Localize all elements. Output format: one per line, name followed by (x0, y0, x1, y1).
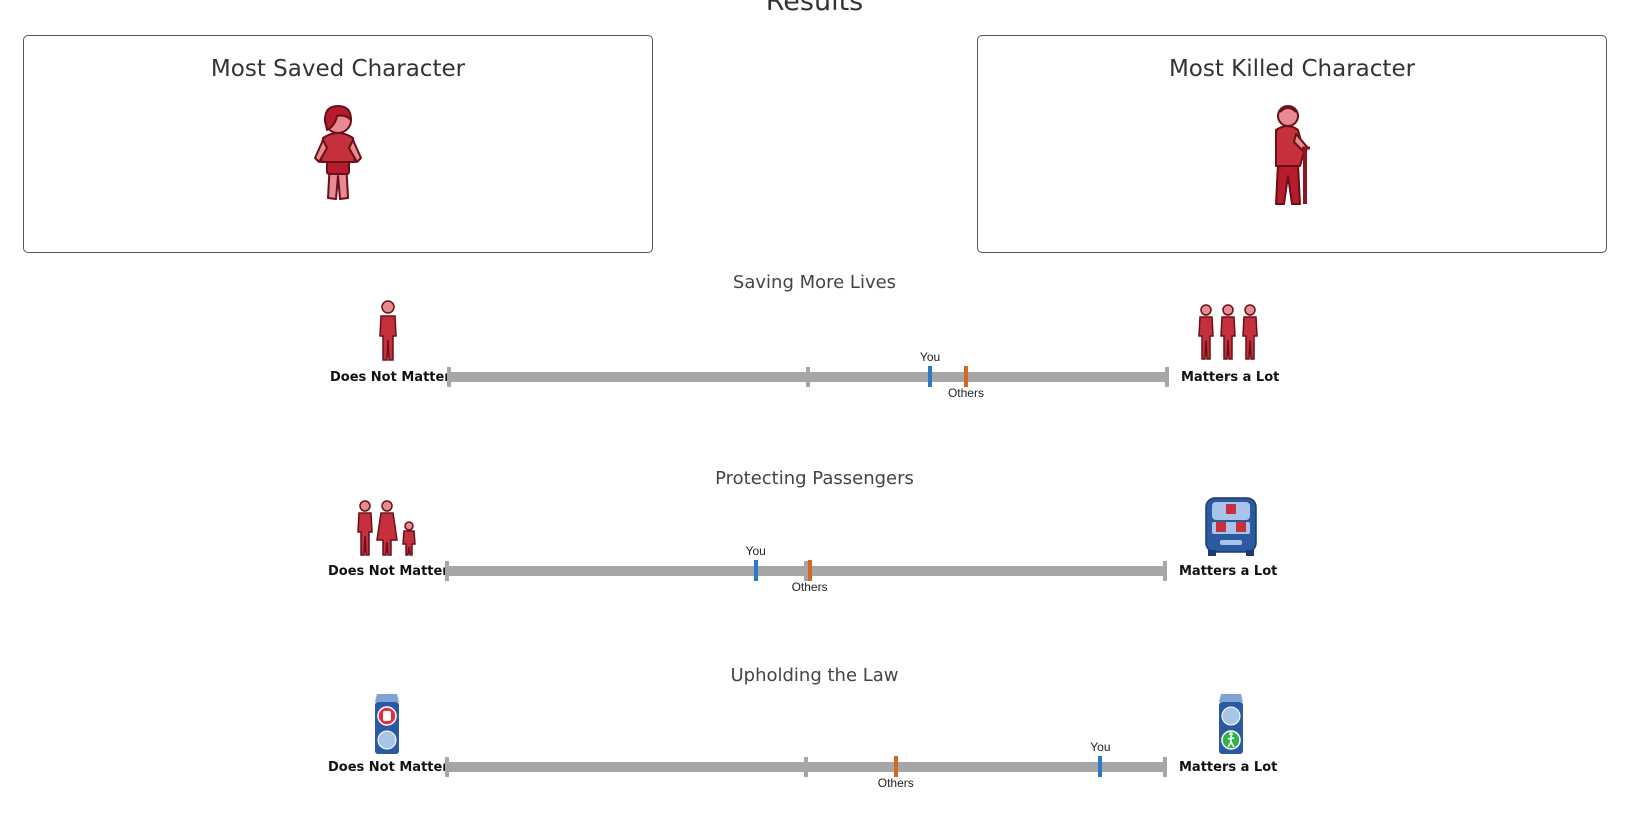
you-marker (753, 560, 758, 581)
you-marker (928, 366, 933, 387)
others-marker (893, 756, 898, 777)
you-marker (1098, 756, 1103, 777)
left-label: Does Not Matter (328, 564, 449, 579)
scale-tick-start (447, 367, 451, 387)
others-label: Others (877, 776, 914, 790)
upholding-the-law-title: Upholding the Law (730, 665, 899, 686)
right-label: Matters a Lot (1181, 370, 1280, 385)
elderly-man-with-cane-icon (1270, 104, 1314, 213)
protecting-passengers-scale: Does Not Matter Matters a Lot You Others (0, 496, 1629, 636)
saving-more-lives-scale: Does Not Matter Matters a Lot You Others (0, 300, 1629, 440)
others-marker (963, 366, 968, 387)
you-label: You (745, 544, 766, 558)
you-label: You (919, 350, 941, 364)
pedestrians-icon (354, 500, 420, 563)
most-killed-card: Most Killed Character (977, 35, 1607, 253)
scale-tick-middle (806, 367, 810, 387)
scale-tick-middle (804, 561, 808, 581)
page-title: Results (765, 0, 864, 17)
group-of-people-icon (1196, 304, 1262, 367)
car-with-passengers-icon (1204, 496, 1258, 563)
most-saved-card: Most Saved Character (23, 35, 653, 253)
scale-tick-end (1165, 367, 1169, 387)
left-label: Does Not Matter (328, 760, 449, 775)
green-walk-signal-icon (1218, 694, 1244, 761)
upholding-the-law-scale: Does Not Matter Matters a Lot You Others (0, 694, 1629, 834)
scale-tick-start (445, 561, 449, 581)
others-label: Others (947, 386, 984, 400)
others-label: Others (791, 580, 828, 594)
saving-more-lives-title: Saving More Lives (732, 272, 897, 293)
right-label: Matters a Lot (1179, 760, 1278, 775)
scale-tick-start (445, 757, 449, 777)
you-label: You (1090, 740, 1111, 754)
child-icon (313, 104, 363, 213)
right-label: Matters a Lot (1179, 564, 1278, 579)
most-saved-title: Most Saved Character (210, 56, 466, 82)
protecting-passengers-title: Protecting Passengers (715, 468, 914, 489)
most-killed-title: Most Killed Character (1168, 56, 1416, 82)
red-stop-signal-icon (374, 694, 400, 761)
scale-tick-end (1163, 757, 1167, 777)
scale-tick-middle (804, 757, 808, 777)
left-label: Does Not Matter (330, 370, 451, 385)
scale-tick-end (1163, 561, 1167, 581)
others-marker (807, 560, 812, 581)
single-person-icon (376, 300, 400, 367)
